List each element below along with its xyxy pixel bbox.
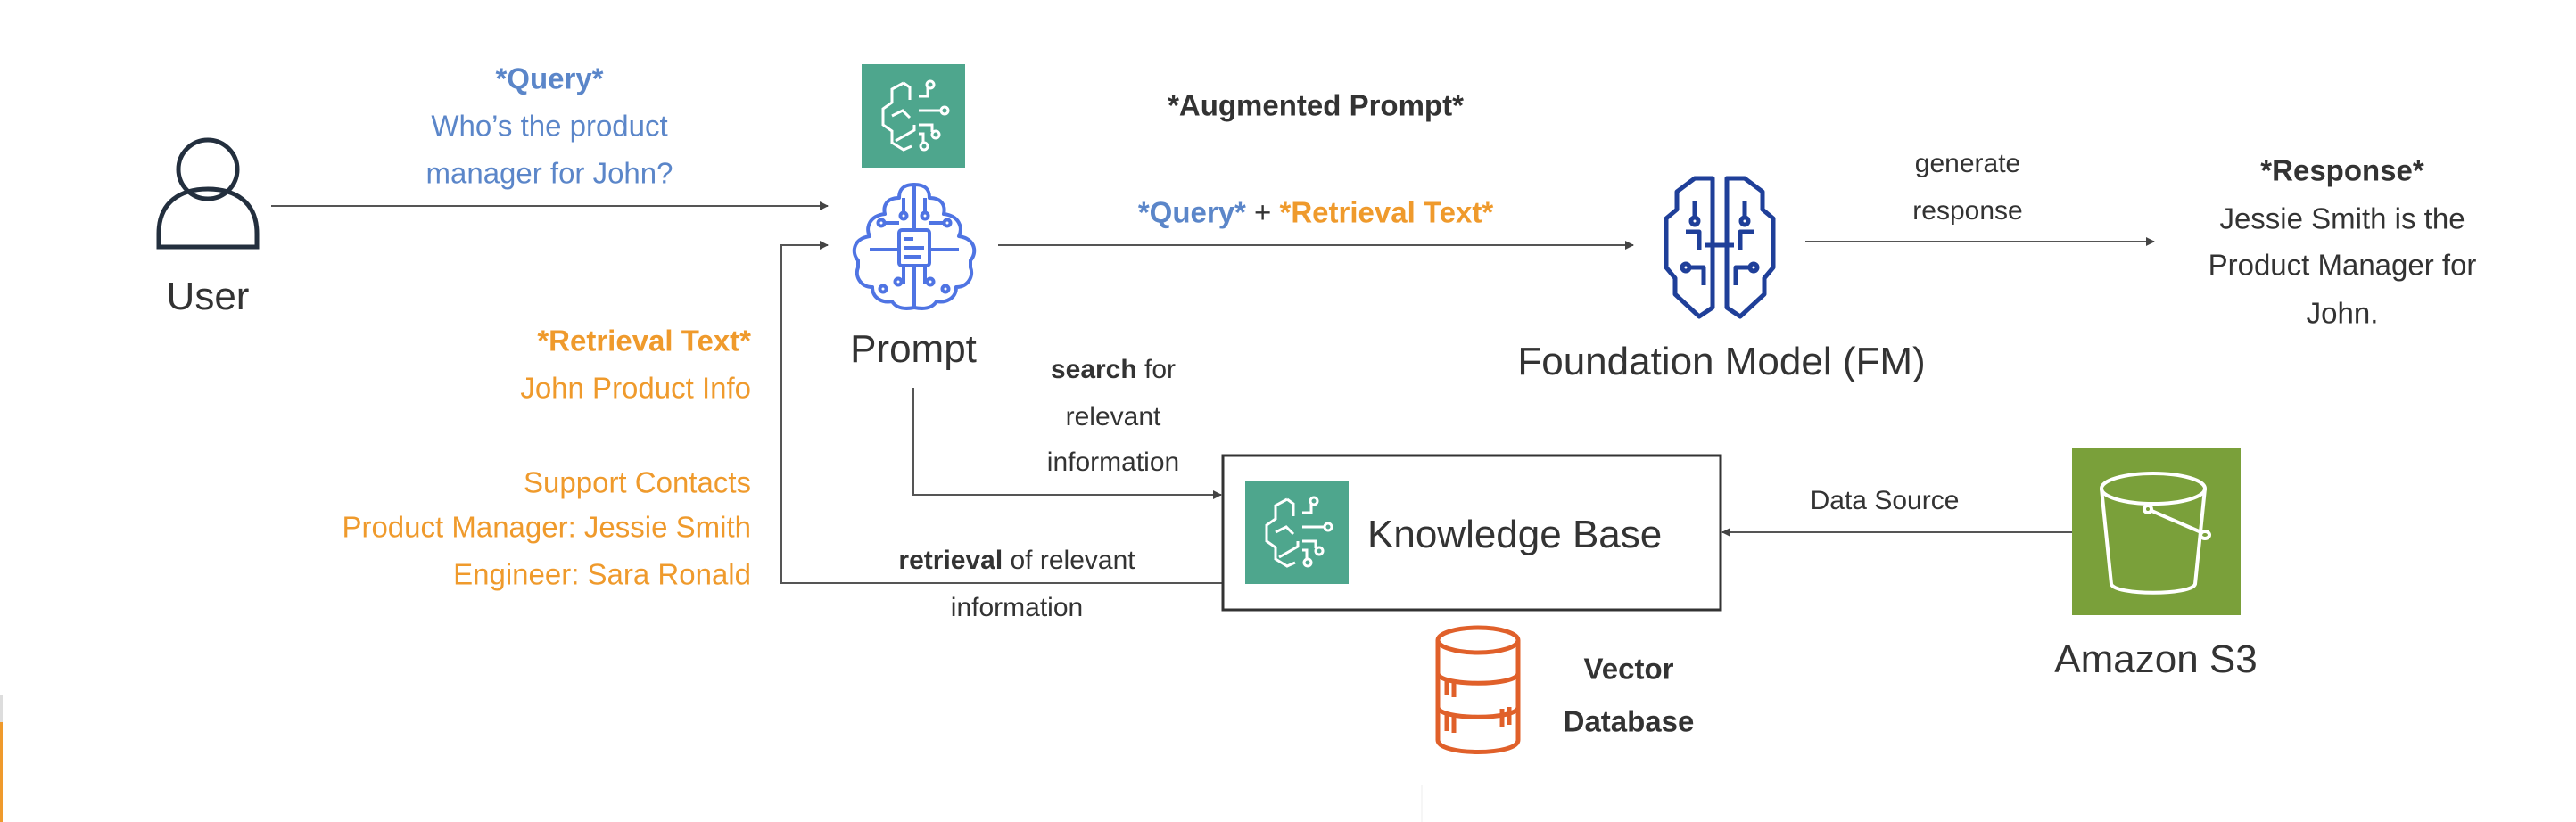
- prompt-label: Prompt: [850, 327, 977, 371]
- response-line: John.: [2306, 296, 2379, 330]
- kb-bedrock-icon: [1245, 481, 1349, 584]
- augmented-prompt-title: *Augmented Prompt*: [1168, 88, 1464, 122]
- fm-label: Foundation Model (FM): [1517, 340, 1926, 383]
- retrieval-edge-label: retrieval of relevant: [898, 547, 1135, 574]
- user-label: User: [166, 275, 250, 318]
- generate-label: response: [1912, 196, 2023, 226]
- augmented-retrieval: *Retrieval Text*: [1279, 195, 1494, 229]
- retrieval-edge-label: information: [950, 593, 1084, 622]
- search-label: search for: [1051, 357, 1176, 383]
- search-label: information: [1046, 448, 1180, 477]
- response-line: Jessie Smith is the: [2219, 201, 2465, 235]
- query-title: *Query*: [495, 62, 604, 95]
- query-line: Who’s the product: [431, 109, 668, 143]
- bedrock-icon: [862, 64, 965, 168]
- search-rest: for: [1136, 355, 1177, 384]
- response-title: *Response*: [2260, 153, 2424, 187]
- retrieval-text-line: Support Contacts: [524, 465, 751, 499]
- knowledge-base-label: Knowledge Base: [1367, 513, 1663, 556]
- user-icon: [156, 137, 260, 250]
- prompt-brain-icon: [852, 183, 977, 310]
- search-label: relevant: [1065, 402, 1161, 432]
- knowledge-base-box: [1221, 454, 1722, 612]
- query-line: manager for John?: [425, 156, 673, 190]
- retrieval-rest: of relevant: [1003, 546, 1135, 575]
- edge-mark-orange: [0, 722, 3, 822]
- s3-label: Amazon S3: [2054, 637, 2258, 681]
- data-source-label: Data Source: [1810, 486, 1960, 515]
- response-line: Product Manager for: [2208, 248, 2477, 282]
- vector-db-label: Vector: [1583, 652, 1674, 686]
- augmented-query: *Query*: [1137, 195, 1246, 229]
- retrieval-text-title: *Retrieval Text*: [537, 324, 751, 358]
- edge-mark: [0, 695, 3, 722]
- generate-label: generate: [1914, 149, 2021, 178]
- retrieval-text-line: Product Manager: Jessie Smith: [342, 510, 751, 544]
- bucket-icon: [2072, 448, 2241, 615]
- plus-sign: +: [1245, 195, 1280, 229]
- augmented-prompt-formula: *Query* + *Retrieval Text*: [1138, 198, 1493, 227]
- brain-icon: [1664, 176, 1776, 319]
- edge-kb-to-prompt: [780, 241, 1223, 584]
- retrieval-text-line: Engineer: Sara Ronald: [453, 557, 751, 591]
- search-bold: search: [1050, 355, 1137, 384]
- retrieval-bold: retrieval: [898, 546, 1003, 575]
- edge-prompt-to-kb: [912, 388, 1222, 499]
- vector-db-label: Database: [1563, 704, 1695, 738]
- retrieval-text-line: John Product Info: [520, 371, 751, 405]
- database-icon: [1435, 625, 1521, 754]
